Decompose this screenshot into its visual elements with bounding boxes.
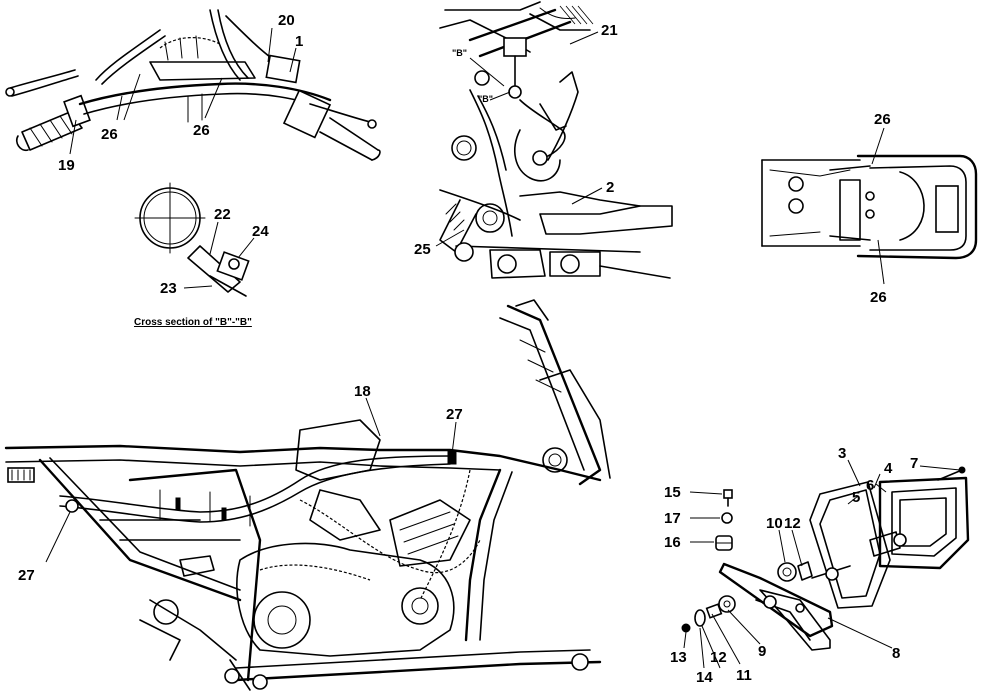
callout-3: 3 (838, 445, 846, 462)
callout-23: 23 (160, 280, 177, 297)
callout-14: 14 (696, 669, 713, 686)
callout-11: 11 (736, 667, 752, 684)
section-marker-b-lower: "B" (478, 94, 493, 104)
handlebar-view: 20 1 26 26 19 (5, 9, 381, 174)
callout-9: 9 (758, 643, 766, 660)
callout-8: 8 (892, 645, 900, 662)
callout-12-upper: 12 (784, 515, 801, 532)
callout-24: 24 (252, 223, 269, 240)
callout-5: 5 (852, 489, 860, 506)
callout-7: 7 (910, 455, 918, 472)
cross-section-view: 22 24 23 Cross section of "B"-"B" (134, 182, 269, 328)
callout-26-handlebar-left: 26 (101, 126, 118, 143)
tail-lamp-exploded-view: 3 4 5 6 7 15 17 16 10 12 9 11 12 13 14 8 (664, 445, 970, 686)
callout-1: 1 (295, 33, 303, 50)
callout-27-frame-upper: 27 (446, 406, 463, 423)
callout-2: 2 (606, 179, 614, 196)
callout-20: 20 (278, 12, 295, 29)
callout-27-frame-left: 27 (18, 567, 35, 584)
steering-head-view: "B" "B" 21 2 25 (414, 1, 673, 279)
cross-section-caption: Cross section of "B"-"B" (134, 317, 252, 328)
callout-16: 16 (664, 534, 681, 551)
frame-main-view: 18 27 27 (4, 299, 611, 691)
callout-10: 10 (766, 515, 783, 532)
callout-15: 15 (664, 484, 681, 501)
callout-26-handlebar-center: 26 (193, 122, 210, 139)
rear-fender-view: 26 26 (761, 111, 978, 306)
callout-6: 6 (866, 477, 874, 494)
callout-13: 13 (670, 649, 687, 666)
callout-17: 17 (664, 510, 681, 527)
callout-18: 18 (354, 383, 371, 400)
callout-26-fender-lower: 26 (870, 289, 887, 306)
callout-4: 4 (884, 460, 893, 477)
callout-21: 21 (601, 22, 618, 39)
callout-25: 25 (414, 241, 431, 258)
callout-22: 22 (214, 206, 231, 223)
callout-19: 19 (58, 157, 75, 174)
callout-26-fender-upper: 26 (874, 111, 891, 128)
section-marker-b-upper: "B" (452, 48, 467, 58)
callout-12-lower: 12 (710, 649, 727, 666)
